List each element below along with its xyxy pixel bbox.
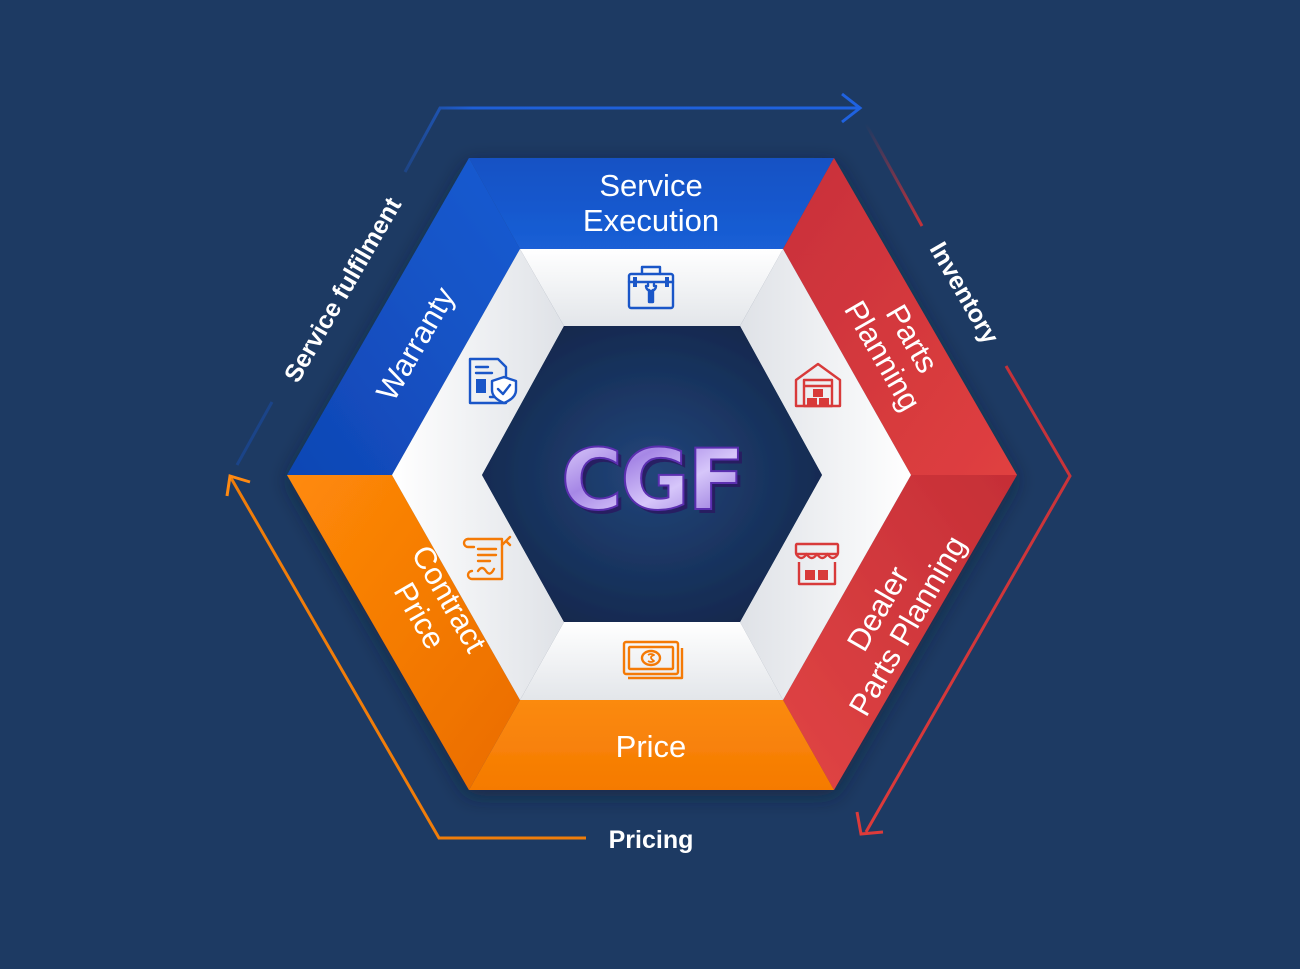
toolbox-wrench-icon: [627, 265, 675, 310]
pricing-label: Pricing: [609, 826, 694, 854]
segment-panel-dealer-parts-planning: [740, 475, 911, 700]
segment-panel-warranty: [392, 249, 564, 475]
storefront-icon: [794, 542, 840, 586]
segment-panel-contract-price: [392, 475, 564, 700]
warehouse-icon: [794, 362, 842, 408]
service-execution-label-line1: Service: [599, 168, 702, 203]
service-fulfilment-arrow: [235, 92, 863, 466]
pricing-arrow: [225, 474, 858, 840]
warranty-document-shield-icon: [468, 357, 518, 405]
hexagon-ring: [287, 158, 1017, 790]
segment-band-warranty: [287, 158, 520, 475]
cgf-logo: CGF CGF: [560, 430, 749, 533]
inventory-label: Inventory: [924, 237, 1005, 349]
service-execution-label-line2: Execution: [583, 203, 719, 238]
segment-band-dealer-parts-planning: [783, 475, 1017, 790]
segment-band-service-execution: [469, 158, 834, 249]
price-label: Price: [616, 729, 687, 764]
hexagon-core: [482, 326, 822, 622]
cgf-logo-shadow: CGF: [565, 435, 747, 533]
cgf-logo-text: CGF: [561, 431, 743, 529]
inventory-label-text: Inventory: [924, 237, 1005, 349]
segment-panel-price: [520, 622, 783, 700]
inventory-arrow: [855, 123, 1072, 836]
banknote-icon: [622, 640, 684, 680]
segment-band-contract-price: [287, 475, 520, 790]
segment-band-price: [469, 700, 834, 790]
contract-scroll-icon: [462, 535, 512, 581]
segment-panel-service-execution: [520, 249, 783, 326]
segment-panel-parts-planning: [740, 249, 911, 475]
segment-band-parts-planning: [783, 158, 1017, 475]
